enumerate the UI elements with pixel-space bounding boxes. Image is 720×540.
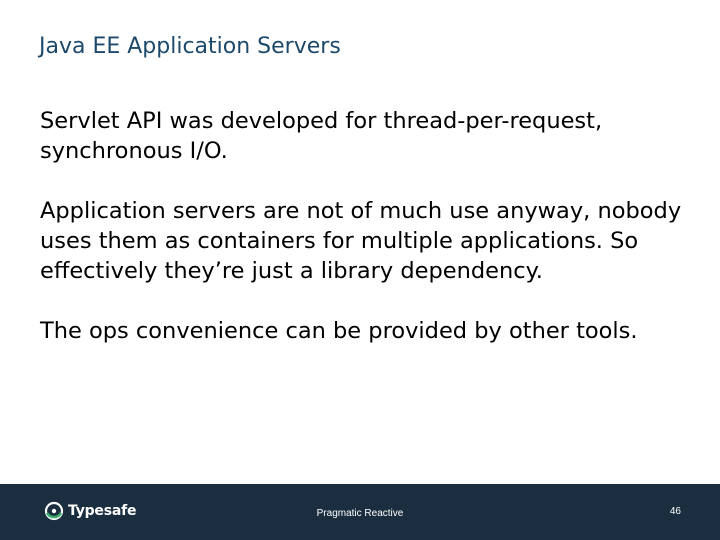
slide-title: Java EE Application Servers: [39, 34, 341, 59]
footer-bar: Typesafe Pragmatic Reactive 46: [0, 484, 720, 540]
paragraph-application-servers: Application servers are not of much use …: [40, 198, 682, 284]
typesafe-logo: Typesafe: [44, 501, 137, 521]
paragraph-servlet-api: Servlet API was developed for thread-per…: [40, 108, 603, 164]
slide-body: Servlet API was developed for thread-per…: [40, 106, 690, 346]
footer-presentation-title: Pragmatic Reactive: [316, 508, 404, 519]
typesafe-logo-text: Typesafe: [68, 503, 137, 519]
typesafe-logo-icon: [44, 501, 64, 521]
page-number: 46: [669, 506, 681, 517]
paragraph-ops-convenience: The ops convenience can be provided by o…: [40, 318, 638, 344]
